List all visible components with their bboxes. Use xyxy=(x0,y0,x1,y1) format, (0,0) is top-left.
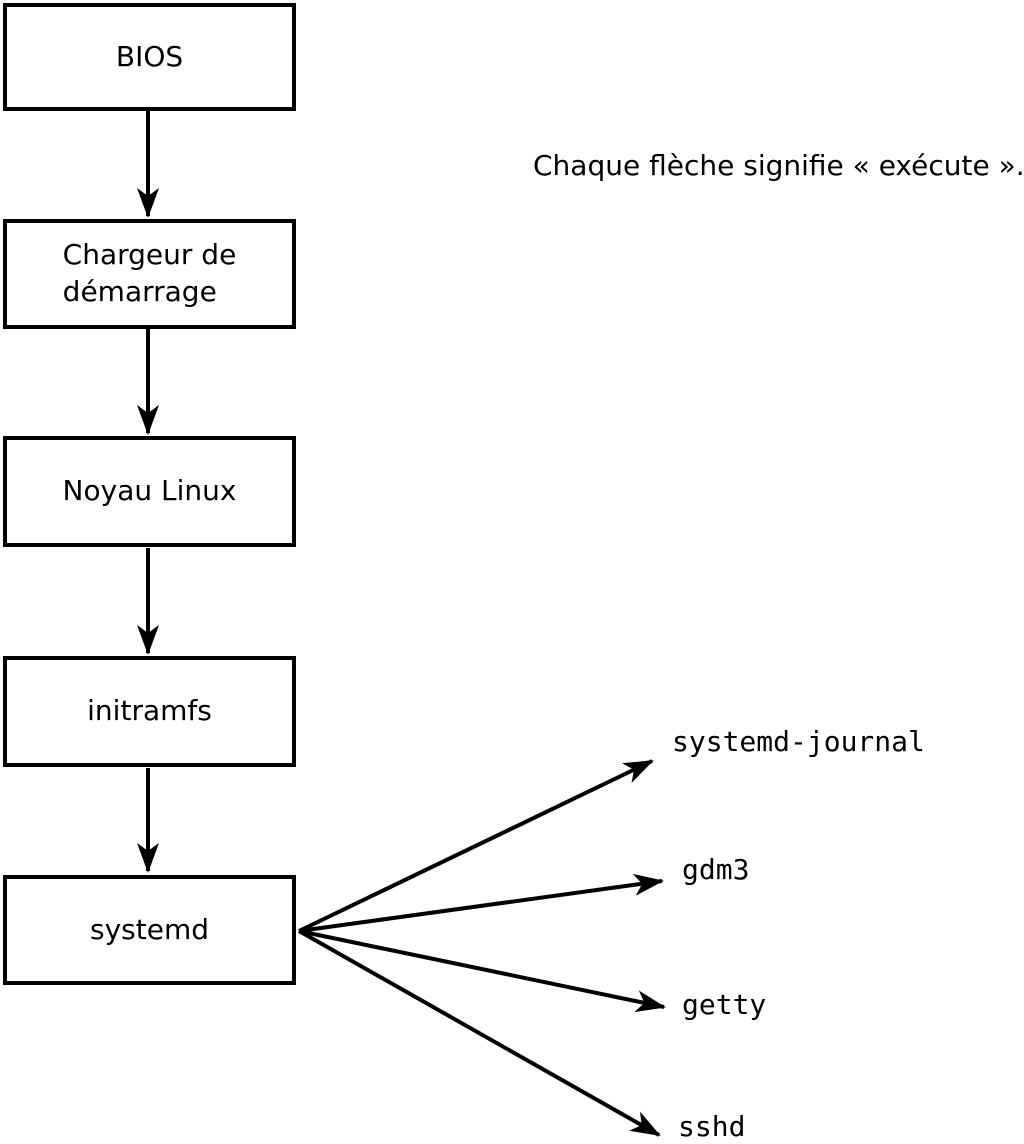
process-label-getty: getty xyxy=(682,988,767,1021)
node-bios: BIOS xyxy=(3,3,296,111)
node-initramfs-label: initramfs xyxy=(87,694,212,728)
node-systemd: systemd xyxy=(3,875,296,985)
node-systemd-label: systemd xyxy=(90,912,209,946)
arrow-systemd-to-systemd-journal xyxy=(298,759,654,933)
process-label-sshd: sshd xyxy=(678,1110,746,1143)
process-label-gdm3: gdm3 xyxy=(682,853,750,886)
node-bios-label: BIOS xyxy=(115,39,184,73)
arrow-systemd-to-gdm3 xyxy=(298,873,664,933)
node-kernel-label: Noyau Linux xyxy=(62,474,237,508)
process-label-systemd-journal: systemd-journal xyxy=(672,725,925,758)
arrow-systemd-to-getty xyxy=(298,929,666,1013)
node-kernel: Noyau Linux xyxy=(3,436,296,547)
node-bootloader: Chargeur de démarrage xyxy=(3,219,296,329)
arrow-systemd-to-sshd xyxy=(298,929,661,1137)
node-bootloader-label: Chargeur de démarrage xyxy=(62,238,237,308)
node-initramfs: initramfs xyxy=(3,656,296,767)
arrow-legend-note: Chaque flèche signifie « exécute ». xyxy=(533,149,1024,182)
